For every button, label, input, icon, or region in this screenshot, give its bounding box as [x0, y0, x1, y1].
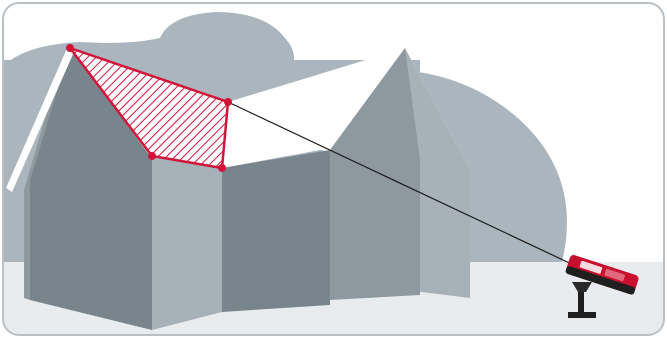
middle-wall: [152, 156, 222, 330]
laser-distance-meter-icon: [565, 255, 639, 295]
measurement-point-icon: [148, 152, 156, 160]
right-house-gable: [330, 48, 420, 300]
left-roof-edge: [6, 46, 74, 192]
tripod-icon: [568, 282, 596, 318]
measurement-point-icon: [66, 44, 74, 52]
right-house-front: [222, 150, 330, 312]
measurement-point-icon: [218, 164, 226, 172]
left-house-edge: [24, 48, 70, 300]
laser-beam: [227, 101, 581, 269]
left-house-front: [30, 48, 152, 330]
measurement-point-icon: [224, 98, 232, 106]
